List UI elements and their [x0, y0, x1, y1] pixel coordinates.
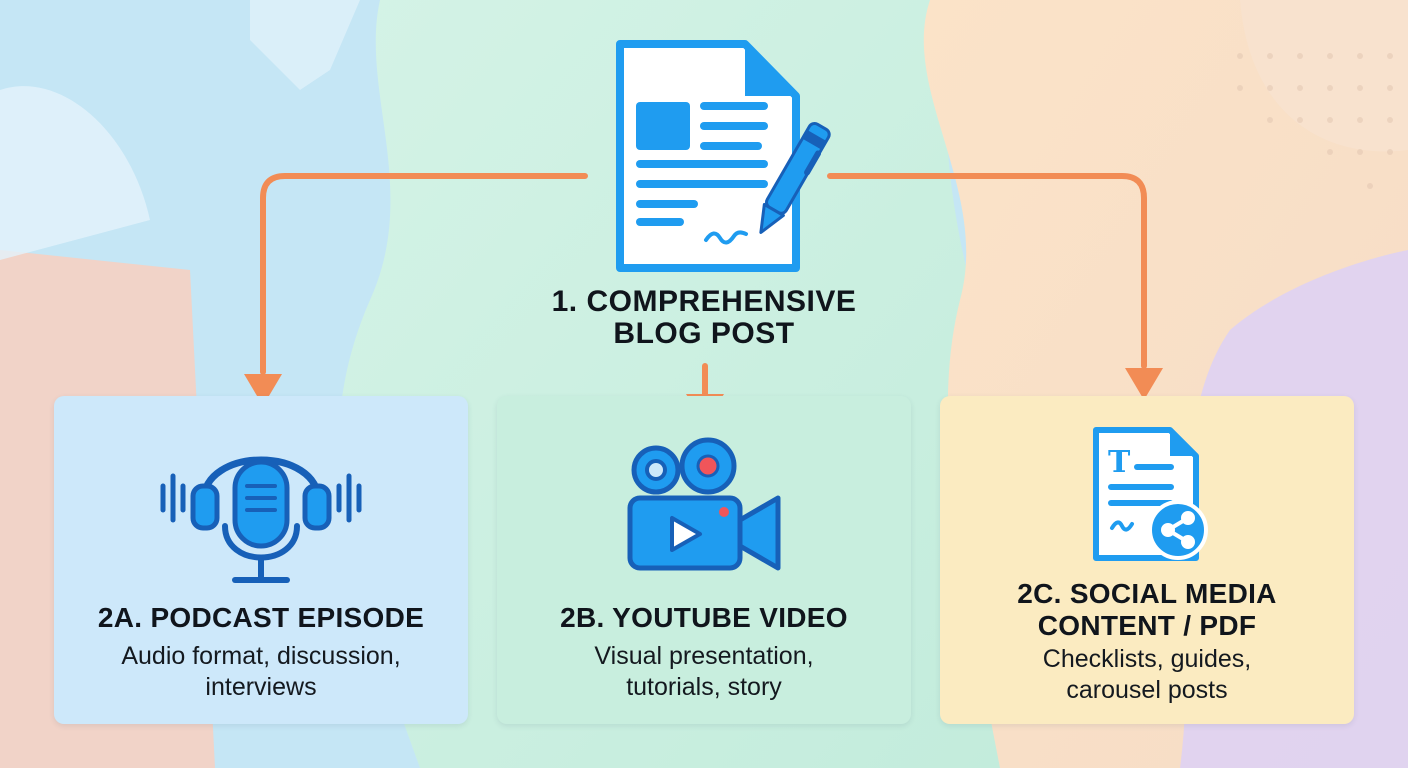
- document-share-icon: T: [1093, 427, 1208, 561]
- podcast-desc-line-1: Audio format, discussion,: [121, 642, 401, 670]
- arrowhead-social: [1125, 368, 1163, 400]
- hub-title: 1. COMPREHENSIVE BLOG POST: [454, 286, 954, 350]
- youtube-desc-line-1: Visual presentation,: [594, 642, 814, 670]
- youtube-title-line-1: 2B. YOUTUBE VIDEO: [560, 602, 848, 633]
- podcast-title-line-1: 2A. PODCAST EPISODE: [97, 602, 425, 633]
- svg-text:T: T: [1108, 445, 1131, 480]
- youtube-description: Visual presentation, tutorials, story: [497, 641, 911, 703]
- social-card: T 2C. SOCIAL MEDIA CONTENT / PDF Checkli…: [940, 396, 1354, 724]
- social-title-line-2: CONTENT / PDF: [1037, 610, 1257, 641]
- podcast-description: Audio format, discussion, interviews: [54, 641, 468, 703]
- podcast-title: 2A. PODCAST EPISODE: [54, 602, 468, 634]
- social-desc-line-2: carousel posts: [1066, 676, 1228, 704]
- video-camera-icon: [627, 437, 781, 571]
- youtube-card: 2B. YOUTUBE VIDEO Visual presentation, t…: [497, 396, 911, 724]
- document-pen-icon: [616, 40, 831, 272]
- arrow-to-podcast: [260, 173, 588, 375]
- arrow-to-social: [827, 173, 1147, 369]
- youtube-desc-line-2: tutorials, story: [626, 673, 782, 701]
- hub-title-line-2: BLOG POST: [613, 317, 795, 350]
- social-title: 2C. SOCIAL MEDIA CONTENT / PDF: [940, 578, 1354, 642]
- podcast-card: 2A. PODCAST EPISODE Audio format, discus…: [54, 396, 468, 724]
- hub-title-line-1: 1. COMPREHENSIVE: [551, 285, 857, 318]
- social-desc-line-1: Checklists, guides,: [1042, 645, 1252, 673]
- social-title-line-1: 2C. SOCIAL MEDIA: [1017, 578, 1277, 609]
- podcast-desc-line-2: interviews: [205, 673, 317, 701]
- arrowhead-podcast: [244, 374, 282, 406]
- podcast-microphone-headphones-icon: [160, 456, 362, 583]
- social-description: Checklists, guides, carousel posts: [940, 644, 1354, 706]
- dot-pattern: [1237, 53, 1393, 189]
- youtube-title: 2B. YOUTUBE VIDEO: [497, 602, 911, 634]
